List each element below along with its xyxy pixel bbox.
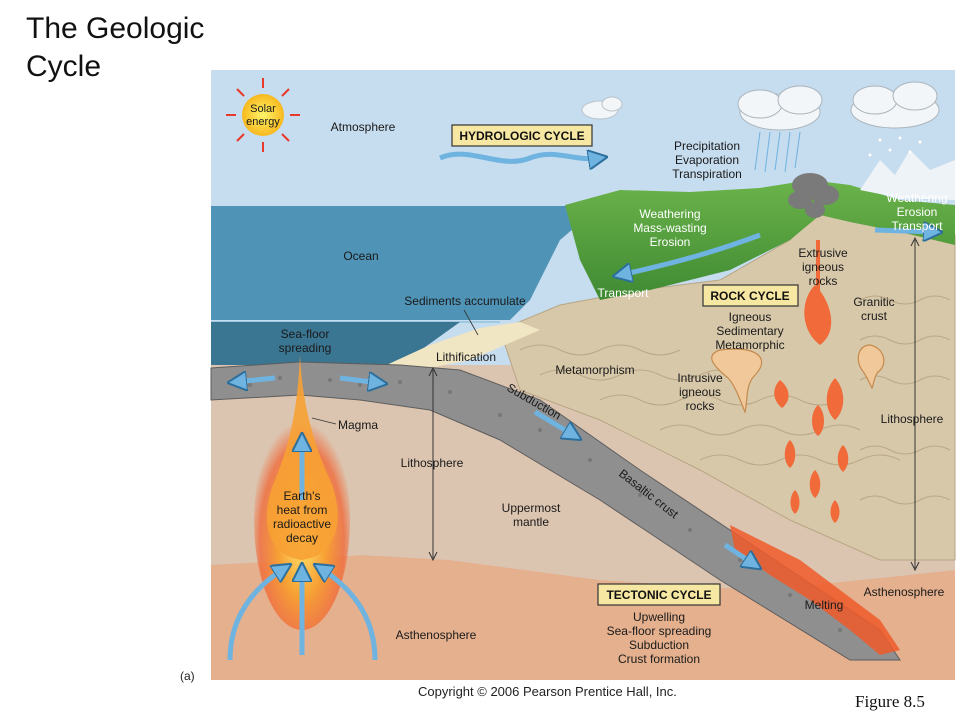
- sun-icon: [226, 78, 300, 152]
- hydrologic-cycle-box: [451, 124, 593, 147]
- intrusive-label: rocks: [686, 399, 715, 413]
- rain: [754, 131, 801, 173]
- ocean: [211, 206, 600, 320]
- spread-right-arrow: [339, 378, 380, 383]
- rock-texture: [519, 295, 951, 505]
- atmosphere-label: Atmosphere: [331, 120, 396, 134]
- tectonic-item: Upwelling: [633, 610, 685, 624]
- hydrologic-arrow: [439, 154, 600, 161]
- asthenosphere-right-label: Asthenosphere: [864, 585, 945, 599]
- snow: [868, 136, 922, 157]
- tectonic-cycle-title: TECTONIC CYCLE: [606, 588, 711, 602]
- erosion-right-label: Erosion: [897, 205, 938, 219]
- lithification-label: Lithification: [436, 350, 496, 364]
- erosion-label: Erosion: [650, 235, 691, 249]
- lithosphere-right-label: Lithosphere: [881, 412, 944, 426]
- arrows: [227, 154, 935, 661]
- earth-heat-label: radioactive: [273, 517, 331, 531]
- rock-cycle-title: ROCK CYCLE: [710, 289, 789, 303]
- intrusive-pluton: [711, 348, 763, 414]
- uppermost-mantle-label: mantle: [513, 515, 549, 529]
- upwelling-left-arrow: [227, 568, 285, 661]
- slab-arrow: [723, 542, 755, 565]
- asthenosphere: [211, 555, 955, 680]
- volcano-ash-cloud: [788, 173, 839, 218]
- melting-label: Melting: [805, 598, 844, 612]
- granitic-crust-label: crust: [861, 309, 888, 323]
- seafloor-label: spreading: [279, 341, 332, 355]
- land-surface: [565, 180, 955, 300]
- earth-heat-label: heat from: [277, 503, 328, 517]
- lithosphere-dimension-right: [910, 236, 920, 572]
- page-title: The Geologic Cycle: [26, 10, 204, 86]
- beach-sediments: [380, 322, 540, 368]
- spread-left-arrow: [235, 378, 276, 382]
- magma-blobs: [774, 240, 849, 523]
- subduction-arrow: [533, 409, 575, 436]
- precipitation-label: Precipitation: [674, 139, 740, 153]
- title-line: Cycle: [26, 50, 102, 83]
- transport-right-label: Transport: [892, 219, 944, 233]
- slab-texture: [248, 376, 842, 632]
- seafloor-label: Sea-floor: [281, 327, 330, 341]
- tectonic-item: Subduction: [629, 638, 689, 652]
- rain-cloud: [737, 85, 823, 131]
- rock-item: Sedimentary: [716, 324, 783, 338]
- melting-zone: [730, 525, 900, 655]
- earth-heat-label: Earth's: [284, 489, 321, 503]
- magma-label: Magma: [338, 418, 378, 432]
- lithosphere-left-label: Lithosphere: [401, 456, 464, 470]
- sun-label: Solar: [250, 103, 276, 115]
- lithosphere-dimension-left: [428, 366, 438, 562]
- tectonic-cycle-box: [597, 583, 721, 606]
- rock-item: Igneous: [729, 310, 772, 324]
- sediments-label: Sediments accumulate: [404, 294, 526, 308]
- mass-wasting-label: Mass-wasting: [633, 221, 706, 235]
- granitic-crust-label: Granitic: [853, 295, 894, 309]
- upwelling-right-arrow: [320, 568, 378, 661]
- extrusive-label: Extrusive: [798, 246, 848, 260]
- deep-ocean: [211, 322, 460, 368]
- cloud-small: [581, 96, 623, 120]
- copyright-notice: Copyright © 2006 Pearson Prentice Hall, …: [418, 684, 677, 699]
- mountain-snow: [860, 150, 955, 200]
- sun-label: energy: [246, 116, 280, 128]
- rock-cycle-box: [702, 284, 799, 307]
- snow-cloud: [850, 81, 940, 129]
- asthenosphere-left-label: Asthenosphere: [396, 628, 477, 642]
- uppermost-mantle-label: Uppermost: [502, 501, 561, 515]
- tectonic-item: Crust formation: [618, 652, 700, 666]
- transpiration-label: Transpiration: [672, 167, 742, 181]
- intrusive-label: igneous: [679, 385, 721, 399]
- weathering-right-arrow: [874, 230, 935, 232]
- ocean-label: Ocean: [343, 249, 378, 263]
- extrusive-label: rocks: [809, 274, 838, 288]
- extrusive-label: igneous: [802, 260, 844, 274]
- granitic-pluton: [857, 344, 885, 390]
- transport-arrow: [620, 232, 761, 275]
- panel-label: (a): [180, 669, 195, 683]
- leader-lines: [311, 309, 479, 425]
- tectonic-item: Sea-floor spreading: [607, 624, 712, 638]
- evaporation-label: Evaporation: [675, 153, 739, 167]
- transport-label: Transport: [598, 286, 650, 300]
- earth-heat-label: decay: [286, 531, 318, 545]
- metamorphism-label: Metamorphism: [555, 363, 634, 377]
- weathering-label: Weathering: [639, 207, 700, 221]
- hydrologic-cycle-title: HYDROLOGIC CYCLE: [459, 129, 584, 143]
- title-line: The Geologic: [26, 12, 205, 45]
- weathering-right-label: Weathering: [886, 191, 947, 205]
- rock-item: Metamorphic: [715, 338, 784, 352]
- intrusive-label: Intrusive: [677, 371, 723, 385]
- figure-label: Figure 8.5: [855, 692, 925, 711]
